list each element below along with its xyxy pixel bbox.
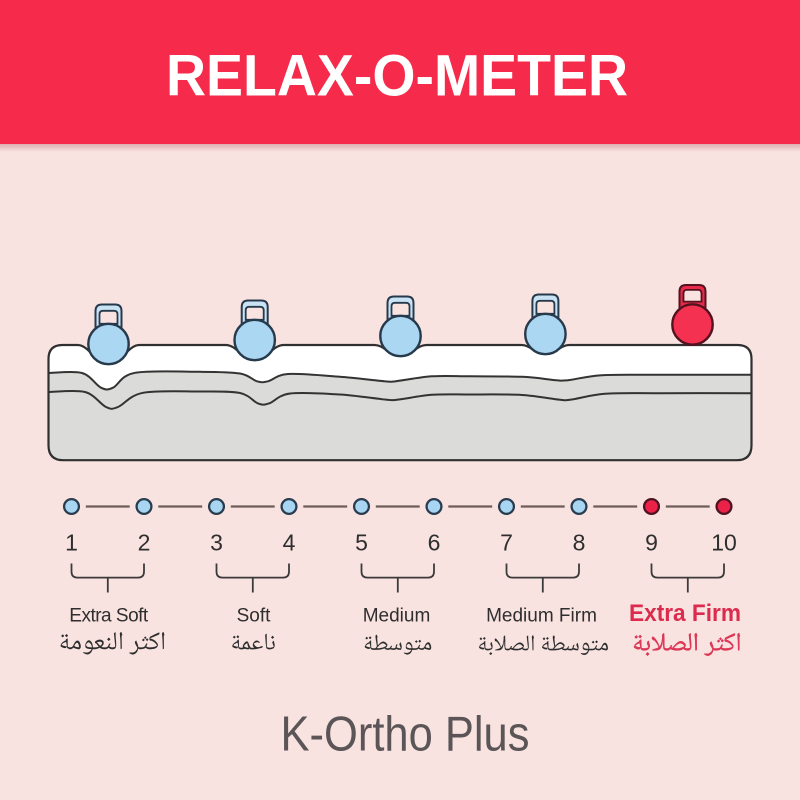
svg-text:Extra Soft: Extra Soft xyxy=(69,605,149,626)
svg-text:3: 3 xyxy=(210,530,223,556)
svg-text:Medium Firm: Medium Firm xyxy=(486,605,597,626)
svg-text:5: 5 xyxy=(355,530,368,556)
svg-text:Extra Firm: Extra Firm xyxy=(629,600,741,627)
svg-text:6: 6 xyxy=(428,530,441,556)
svg-text:Medium: Medium xyxy=(363,605,431,626)
svg-text:10: 10 xyxy=(711,530,737,556)
svg-text:RELAX-O-METER: RELAX-O-METER xyxy=(166,43,628,108)
svg-text:9: 9 xyxy=(645,530,658,556)
svg-text:1: 1 xyxy=(65,530,78,556)
svg-text:7: 7 xyxy=(500,530,513,556)
svg-text:2: 2 xyxy=(138,530,151,556)
svg-text:K-Ortho Plus: K-Ortho Plus xyxy=(281,708,530,762)
svg-text:8: 8 xyxy=(573,530,586,556)
svg-text:Soft: Soft xyxy=(237,605,272,626)
svg-text:4: 4 xyxy=(283,530,296,556)
